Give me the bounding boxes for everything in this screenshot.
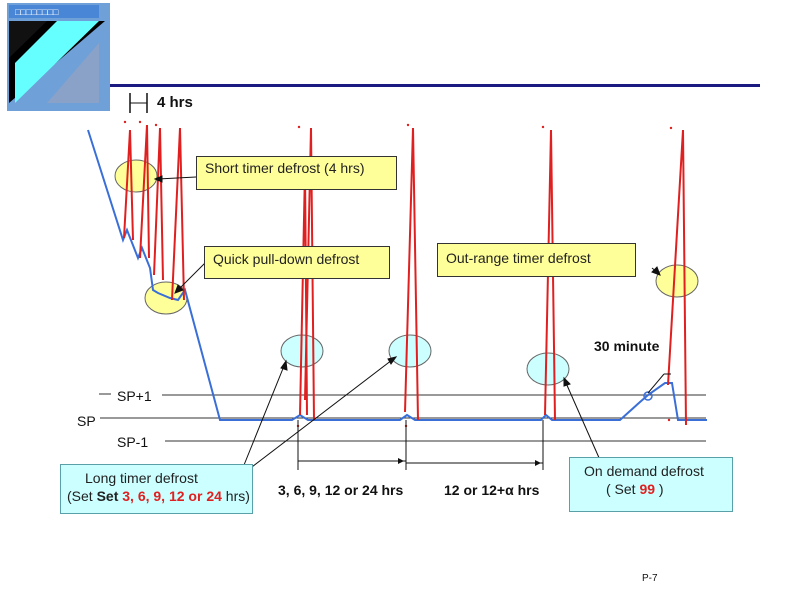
interval-1-label: 3, 6, 9, 12 or 24 hrs bbox=[278, 482, 404, 498]
out-range-callout: Out-range timer defrost bbox=[437, 243, 636, 277]
header-rule bbox=[110, 84, 760, 87]
short-timer-ellipse bbox=[114, 159, 158, 193]
logo: □□□□□□□□ bbox=[7, 3, 110, 111]
page-number: P-7 bbox=[642, 573, 658, 584]
short-timer-callout: Short timer defrost (4 hrs) bbox=[196, 156, 397, 190]
out-range-label: Out-range timer defrost bbox=[446, 250, 591, 266]
short-timer-label: Short timer defrost (4 hrs) bbox=[205, 160, 365, 176]
sp-plus-1-label: SP+1 bbox=[117, 388, 152, 404]
sp-label: SP bbox=[77, 413, 96, 429]
out-range-ellipse bbox=[655, 264, 699, 298]
interval-2-label: 12 or 12+α hrs bbox=[444, 482, 540, 498]
sp-minus-1-label: SP-1 bbox=[117, 434, 149, 450]
on-demand-set-values: 99 bbox=[639, 481, 656, 497]
long-timer-set-values: 3, 6, 9, 12 or 24 bbox=[122, 488, 222, 504]
on-demand-ellipse bbox=[526, 352, 570, 386]
thirty-minute-label: 30 minute bbox=[594, 338, 660, 354]
long-timer-title: Long timer defrost bbox=[85, 470, 198, 486]
svg-text:□□□□□□□□: □□□□□□□□ bbox=[15, 7, 59, 17]
on-demand-callout: On demand defrost ( Set 99 ) bbox=[569, 457, 733, 512]
long-timer-callout: Long timer defrost (Set Set 3, 6, 9, 12 … bbox=[60, 464, 253, 514]
quick-pulldown-callout: Quick pull-down defrost bbox=[204, 246, 390, 279]
quick-pulldown-label: Quick pull-down defrost bbox=[213, 251, 360, 267]
thirty-minute-marker bbox=[643, 391, 653, 401]
set-word: Set bbox=[96, 488, 119, 504]
logo-graphic: □□□□□□□□ bbox=[7, 3, 110, 111]
thirty-minute-leader bbox=[647, 373, 665, 394]
leader-arrows bbox=[153, 175, 661, 471]
long-timer-setting: (Set Set 3, 6, 9, 12 or 24 hrs) bbox=[67, 488, 250, 504]
on-demand-title: On demand defrost bbox=[584, 463, 704, 479]
long-timer-ellipse-2 bbox=[388, 334, 432, 368]
four-hrs-label: 4 hrs bbox=[157, 94, 193, 111]
on-demand-setting: ( Set 99 ) bbox=[606, 481, 664, 497]
